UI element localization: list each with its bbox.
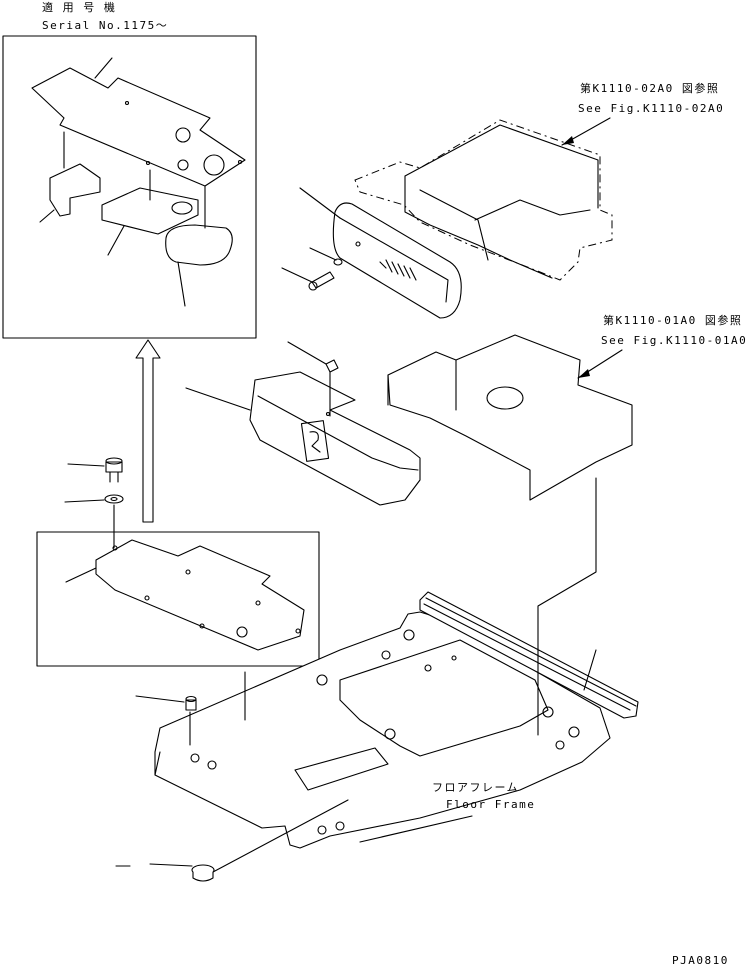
clip-icon	[287, 341, 339, 417]
rail-strip	[419, 591, 639, 719]
upward-arrow-icon	[135, 339, 161, 523]
applicable-models-label: 適 用 号 機	[42, 0, 116, 14]
console-panel-plate	[299, 187, 462, 319]
serial-number-label: Serial No.1175～	[42, 19, 168, 32]
lower-console-frame	[387, 334, 633, 501]
bolt-upper-icon	[281, 247, 343, 291]
floor-frame-label-en: Floor Frame	[446, 798, 535, 811]
ref-k1110-01a0-jp: 第K1110-01A0 図参照	[603, 313, 742, 327]
bolt-mid-icon	[67, 457, 123, 483]
arrowhead-icon-2	[578, 369, 590, 378]
upper-console-assembly	[354, 119, 613, 281]
ref-k1110-01a0-en: See Fig.K1110-01A0	[601, 334, 747, 347]
inset-box-mat	[36, 531, 320, 667]
arrowhead-icon	[562, 136, 574, 145]
washer-icon	[64, 494, 124, 549]
vent-slots-icon	[379, 259, 417, 281]
console-cover	[185, 371, 421, 506]
floor-frame	[154, 611, 611, 849]
leader-lines	[189, 477, 597, 881]
ref-k1110-02a0-en: See Fig.K1110-02A0	[578, 102, 724, 115]
bolt-small-icon	[135, 695, 197, 711]
floor-frame-label-jp: フロアフレーム	[432, 781, 519, 794]
inset-box-serial	[2, 35, 257, 339]
figure-code: PJA0810	[672, 954, 729, 967]
grommet-icon	[115, 863, 215, 882]
ref-k1110-02a0-jp: 第K1110-02A0 図参照	[580, 81, 719, 95]
